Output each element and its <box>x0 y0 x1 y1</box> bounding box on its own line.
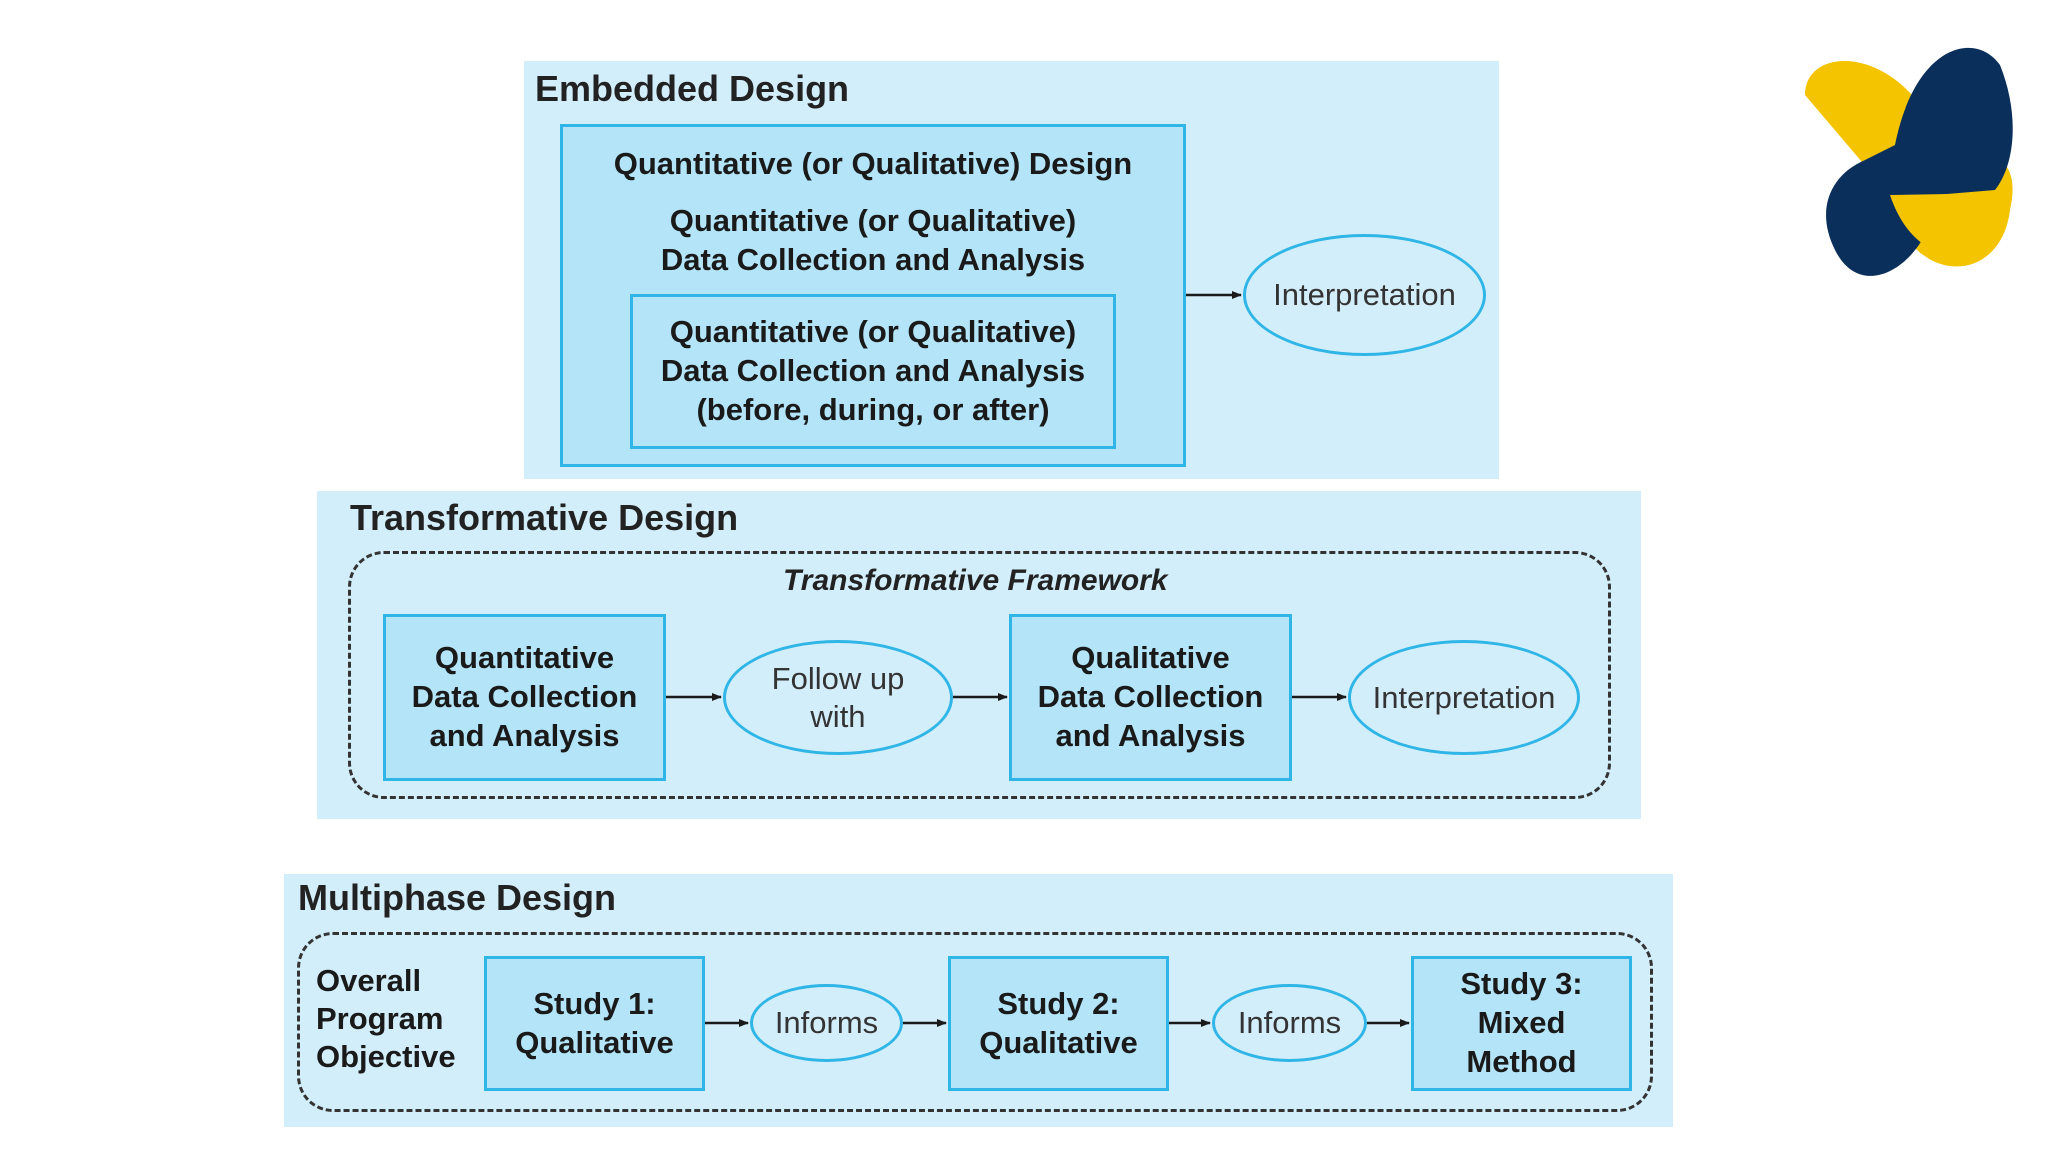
transformative-oval1-line: Follow up <box>771 661 905 697</box>
objective-line: Objective <box>316 1038 456 1074</box>
informs-oval-2: Informs <box>1212 984 1367 1062</box>
transformative-box2-line: Qualitative <box>1071 640 1230 676</box>
informs1-label: Informs <box>774 1005 879 1041</box>
transformative-box2-line: Data Collection <box>1037 679 1264 715</box>
multiphase-design-title: Multiphase Design <box>298 877 617 918</box>
embedded-interpretation-label: Interpretation <box>1273 277 1456 313</box>
transformative-framework-boundary <box>348 551 1611 799</box>
study-1-box: Study 1: Qualitative <box>484 956 705 1091</box>
transformative-interpretation-oval: Interpretation <box>1348 640 1580 755</box>
study1-line: Qualitative <box>515 1024 674 1060</box>
multiphase-boundary <box>297 932 1653 1112</box>
embedded-outer-heading: Quantitative (or Qualitative) Design <box>613 146 1133 181</box>
objective-line: Program <box>316 1000 444 1036</box>
transformative-interpretation-label: Interpretation <box>1372 679 1556 715</box>
transformative-box1-line: Data Collection <box>411 679 638 715</box>
study3-line: Study 3: <box>1460 966 1583 1002</box>
study-3-box: Study 3: Mixed Method <box>1411 956 1632 1091</box>
transformative-follow-up-oval: Follow up with <box>723 640 953 755</box>
embedded-inner-line: Data Collection and Analysis <box>660 353 1086 389</box>
transformative-design-title: Transformative Design <box>350 497 739 538</box>
transformative-qualitative-box: Qualitative Data Collection and Analysis <box>1009 614 1292 781</box>
transformative-quantitative-box: Quantitative Data Collection and Analysi… <box>383 614 666 781</box>
embedded-inner-line: (before, during, or after) <box>696 391 1050 427</box>
study1-line: Study 1: <box>533 985 656 1021</box>
study3-line: Method <box>1466 1043 1577 1079</box>
study2-line: Qualitative <box>979 1024 1138 1060</box>
transformative-oval1-line: with <box>810 698 866 734</box>
study3-line: Mixed <box>1477 1005 1566 1041</box>
objective-line: Overall <box>316 963 422 998</box>
transformative-box2-line: and Analysis <box>1055 717 1246 753</box>
study2-line: Study 2: <box>997 985 1120 1021</box>
overall-program-objective-label: Overall Program Objective <box>316 962 456 1075</box>
transformative-framework-label: Transformative Framework <box>783 564 1168 597</box>
embedded-inner-line: Quantitative (or Qualitative) <box>669 314 1077 350</box>
embedded-inner-box: Quantitative (or Qualitative) Data Colle… <box>630 294 1116 449</box>
brand-logo-icon <box>1805 47 2013 276</box>
informs2-label: Informs <box>1237 1005 1342 1041</box>
transformative-box1-line: Quantitative <box>434 640 615 676</box>
study-2-box: Study 2: Qualitative <box>948 956 1169 1091</box>
informs-oval-1: Informs <box>750 984 903 1062</box>
embedded-outer-line: Data Collection and Analysis <box>660 241 1086 277</box>
embedded-design-title: Embedded Design <box>535 68 850 109</box>
embedded-outer-line: Quantitative (or Qualitative) <box>669 202 1077 238</box>
embedded-interpretation-oval: Interpretation <box>1243 234 1486 356</box>
transformative-box1-line: and Analysis <box>429 717 620 753</box>
